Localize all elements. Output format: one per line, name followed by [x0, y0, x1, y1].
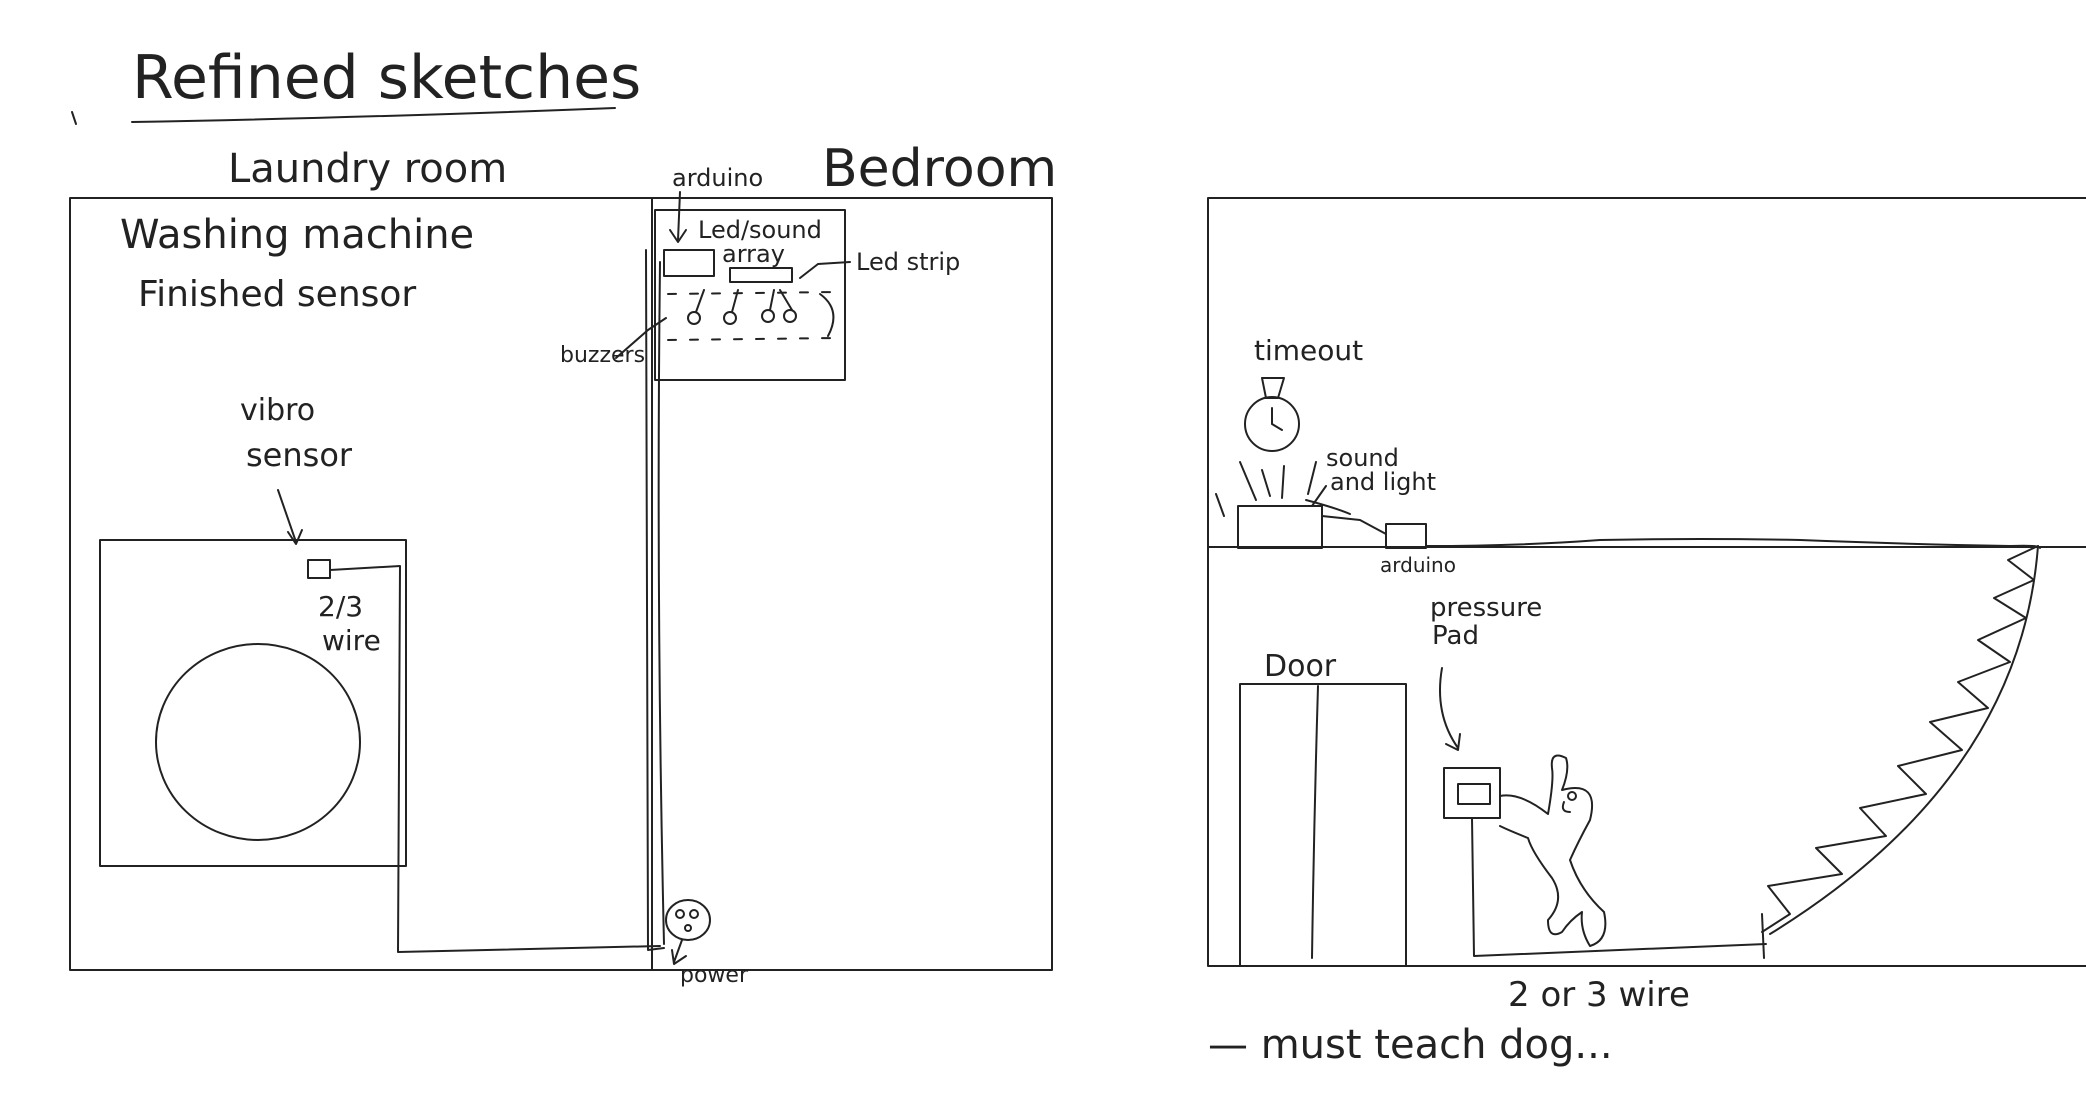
sound-label: sound: [1326, 444, 1399, 472]
page-title: Refined sketches: [132, 43, 641, 113]
door-line: [1311, 685, 1319, 959]
buzzer-1: [687, 311, 701, 325]
led-strip-pointer: [799, 261, 851, 279]
washing-machine: [99, 539, 407, 867]
led-strip-label: Led strip: [856, 248, 960, 276]
buzzer-wires: [695, 289, 835, 337]
power-arrow: [671, 939, 687, 965]
array-line-bottom: [667, 337, 837, 341]
finished-sensor-label: Finished sensor: [138, 274, 416, 315]
arduino-label-right: arduino: [1380, 553, 1456, 577]
vibro-sensor-arrow: [277, 489, 303, 545]
stray-mark: [71, 111, 77, 125]
led-sound-label: Led/sound: [698, 216, 822, 244]
arduino-wire: [1321, 515, 1387, 535]
pad-wire: [1471, 817, 1767, 957]
wire-zigzag: [1761, 545, 2039, 933]
buzzer-2: [723, 311, 737, 325]
array-label: array: [722, 240, 785, 268]
note-text: — must teach dog...: [1208, 1022, 1613, 1068]
vibro-sensor: [307, 559, 331, 579]
array-line-top: [667, 291, 837, 295]
wire-end-post: [1761, 913, 1765, 959]
outlet-hole-left: [675, 909, 685, 919]
dog-mouth: [1561, 801, 1571, 813]
power-outlet: [665, 899, 711, 941]
sensor-label: sensor: [246, 436, 353, 474]
wire-label-bottom: wire: [322, 624, 381, 657]
outlet-hole-right: [689, 909, 699, 919]
buzzer-4: [783, 309, 797, 323]
title-underline: [131, 107, 616, 123]
wire-caption: 2 or 3 wire: [1508, 975, 1690, 1015]
arduino-box: [1385, 523, 1427, 549]
timeout-label: timeout: [1254, 334, 1363, 367]
led-sound-array-box: [654, 209, 846, 381]
buzzers-label: buzzers: [560, 343, 645, 368]
and-light-label: and light: [1330, 468, 1436, 496]
wall-wire-b: [657, 261, 665, 945]
pressure-pad-inner: [1457, 783, 1491, 805]
arduino-label: arduino: [672, 164, 763, 192]
bedroom-label: Bedroom: [822, 139, 1057, 199]
dog: [1499, 754, 1607, 947]
led-strip: [729, 267, 793, 283]
washing-machine-drum: [155, 643, 361, 841]
ceiling-wire: [1425, 538, 2041, 549]
sound-light-device: [1237, 505, 1323, 549]
pad-label: Pad: [1432, 621, 1479, 651]
scene-frame: [1207, 197, 2086, 967]
sound-light-rays: [1215, 461, 1351, 517]
vibro-label: vibro: [240, 393, 315, 428]
washing-machine-label: Washing machine: [120, 212, 474, 258]
arduino-board: [663, 249, 715, 277]
dog-eye: [1567, 791, 1577, 801]
clock-details: [1261, 377, 1285, 431]
wall-wire-a: [645, 249, 665, 951]
laundry-room-label: Laundry room: [228, 146, 507, 192]
pressure-pad: [1443, 767, 1501, 819]
door: [1239, 683, 1407, 967]
floorplan-frame: [69, 197, 1053, 971]
outlet-ground: [684, 924, 692, 932]
door-label: Door: [1264, 649, 1337, 684]
pressure-label: pressure: [1430, 593, 1542, 623]
power-label: power: [680, 963, 749, 988]
pressure-pad-arrow: [1439, 667, 1461, 751]
arduino-arrow: [669, 191, 687, 243]
sensor-wire: [329, 565, 661, 953]
buzzers-arrow: [615, 317, 667, 359]
buzzer-3: [761, 309, 775, 323]
wire-label-top: 2/3: [318, 590, 363, 623]
wire-curve: [1769, 545, 2039, 935]
